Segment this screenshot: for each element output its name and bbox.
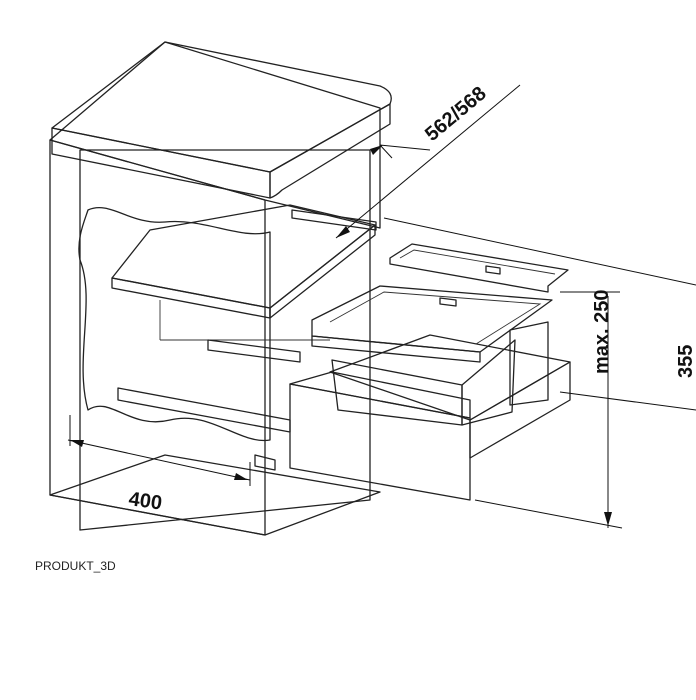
upper-shelf	[111, 204, 377, 319]
front-bin-side	[461, 339, 516, 426]
front-bin-rim	[311, 285, 553, 353]
rear-bin-rim	[389, 243, 569, 293]
middle-rail	[207, 339, 301, 363]
max-height-label: max. 250	[591, 289, 613, 374]
cabinet-top-back	[49, 41, 381, 229]
countertop	[51, 41, 392, 199]
cabinet	[49, 41, 381, 536]
dimension-depth: 562/568	[335, 83, 521, 239]
dimension-max-height: max. 250	[474, 289, 623, 529]
lower-rail	[117, 387, 291, 433]
bin-frame-back	[329, 334, 571, 421]
front-bin-front	[331, 359, 463, 426]
height-label: 355	[675, 345, 696, 378]
waste-bin-unit	[289, 243, 571, 501]
rear-bin	[509, 321, 549, 406]
bin-frame-side	[469, 361, 571, 459]
depth-label: 562/568	[421, 83, 491, 146]
width-label: 400	[127, 488, 163, 514]
dimension-width: 400	[67, 415, 251, 515]
dimension-height: 355	[383, 217, 696, 411]
cutaway-edge	[78, 207, 271, 442]
cabinet-plinth	[254, 454, 276, 471]
caption: PRODUKT_3D	[35, 559, 116, 573]
cabinet-back-inner	[79, 149, 371, 531]
cabinet-floor	[49, 454, 381, 536]
